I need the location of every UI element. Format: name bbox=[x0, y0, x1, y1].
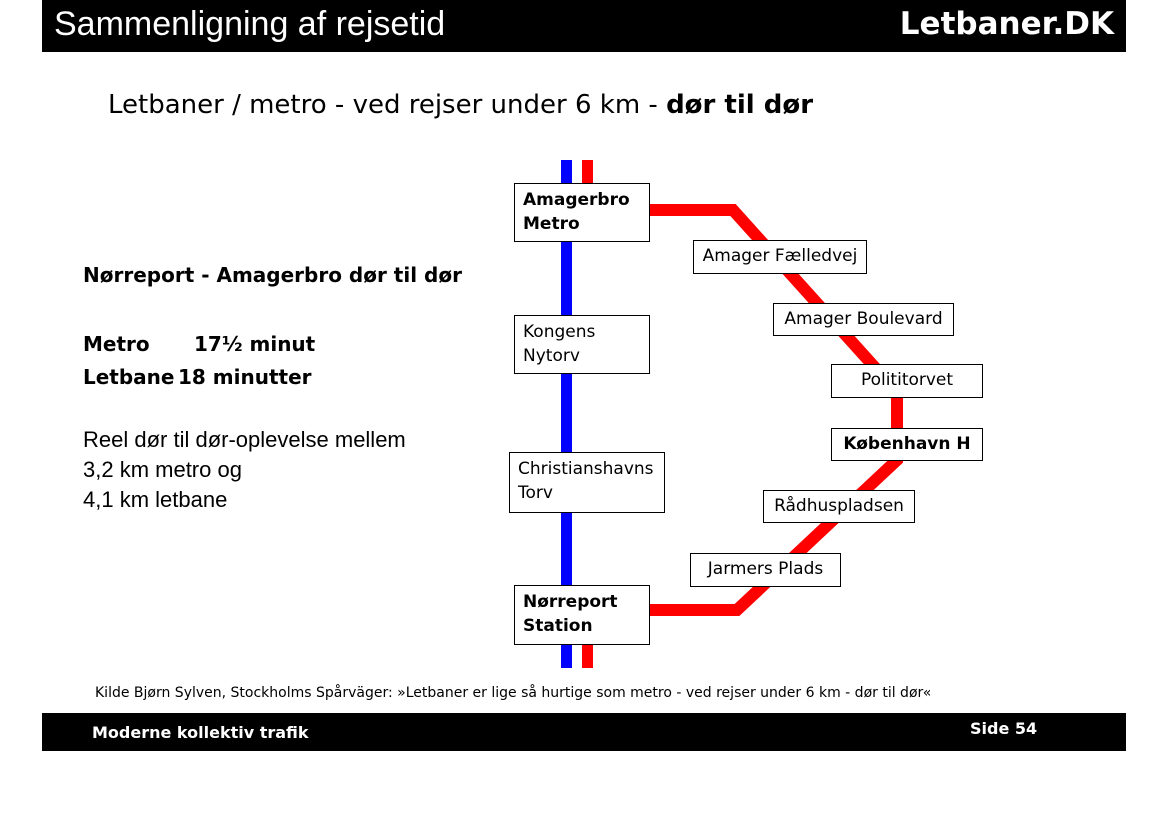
station-name: Nytorv bbox=[523, 346, 580, 366]
station-name: Amager Boulevard bbox=[784, 309, 943, 329]
station-kongens-nytorv: Kongens Nytorv bbox=[514, 315, 650, 374]
slide-subtitle: Letbaner / metro - ved rejser under 6 km… bbox=[108, 88, 813, 122]
station-name: Amagerbro bbox=[523, 190, 630, 210]
station-polititorvet: Polititorvet bbox=[831, 364, 983, 398]
letbane-stub-bottom bbox=[582, 645, 593, 668]
station-name: Jarmers Plads bbox=[707, 559, 824, 579]
source-citation: Kilde Bjørn Sylven, Stockholms Spårväger… bbox=[95, 685, 932, 701]
brand-logo: Letbaner.DK bbox=[899, 6, 1114, 42]
page-number: Side 54 bbox=[970, 719, 1038, 738]
page-title: Sammenligning af rejsetid bbox=[54, 5, 446, 43]
time-row-letbane: Letbane 18 minutter bbox=[83, 361, 315, 394]
station-name: Torv bbox=[518, 483, 553, 503]
reel-line: 3,2 km metro og bbox=[83, 457, 242, 482]
footer-bar: Moderne kollektiv trafik Side 54 bbox=[42, 713, 1126, 751]
reel-description: Reel dør til dør-oplevelse mellem 3,2 km… bbox=[83, 425, 406, 515]
station-name: Amager Fælledvej bbox=[702, 246, 858, 266]
time-value: 18 minutter bbox=[178, 365, 312, 389]
station-radhuspladsen: Rådhuspladsen bbox=[763, 490, 915, 523]
station-christianshavns-torv: Christianshavns Torv bbox=[509, 452, 665, 513]
reel-line: 4,1 km letbane bbox=[83, 487, 228, 512]
station-name: Christianshavns bbox=[518, 459, 654, 479]
station-amager-boulevard: Amager Boulevard bbox=[773, 303, 954, 336]
subtitle-bold: dør til dør bbox=[666, 90, 814, 120]
station-name: Kongens bbox=[523, 322, 596, 342]
metro-line bbox=[561, 160, 572, 668]
letbane-line bbox=[648, 204, 903, 432]
time-row-metro: Metro 17½ minut bbox=[83, 328, 315, 361]
station-norreport: Nørreport Station bbox=[514, 585, 650, 645]
mode-label: Letbane bbox=[83, 365, 175, 389]
station-name: Nørreport bbox=[523, 592, 618, 612]
station-name: Polititorvet bbox=[860, 370, 954, 390]
reel-line: Reel dør til dør-oplevelse mellem bbox=[83, 427, 406, 452]
station-name: Station bbox=[523, 616, 593, 636]
station-amager-faelledvej: Amager Fælledvej bbox=[693, 240, 867, 274]
station-jarmers-plads: Jarmers Plads bbox=[690, 553, 841, 587]
station-name: Rådhuspladsen bbox=[774, 496, 904, 516]
station-amagerbro-metro: Amagerbro Metro bbox=[514, 183, 650, 242]
header-bar: Sammenligning af rejsetid Letbaner.DK bbox=[42, 0, 1126, 52]
mode-label: Metro bbox=[83, 332, 150, 356]
letbane-stub-top bbox=[582, 160, 593, 184]
station-name: København H bbox=[843, 434, 971, 454]
route-heading: Nørreport - Amagerbro dør til dør bbox=[83, 263, 462, 287]
subtitle-text: Letbaner / metro - ved rejser under 6 km… bbox=[108, 90, 667, 120]
station-kobenhavn-h: København H bbox=[831, 428, 983, 461]
travel-times: Metro 17½ minut Letbane 18 minutter bbox=[83, 328, 315, 394]
station-name: Metro bbox=[523, 214, 580, 234]
time-value: 17½ minut bbox=[194, 332, 316, 356]
footer-label: Moderne kollektiv trafik bbox=[92, 723, 309, 742]
